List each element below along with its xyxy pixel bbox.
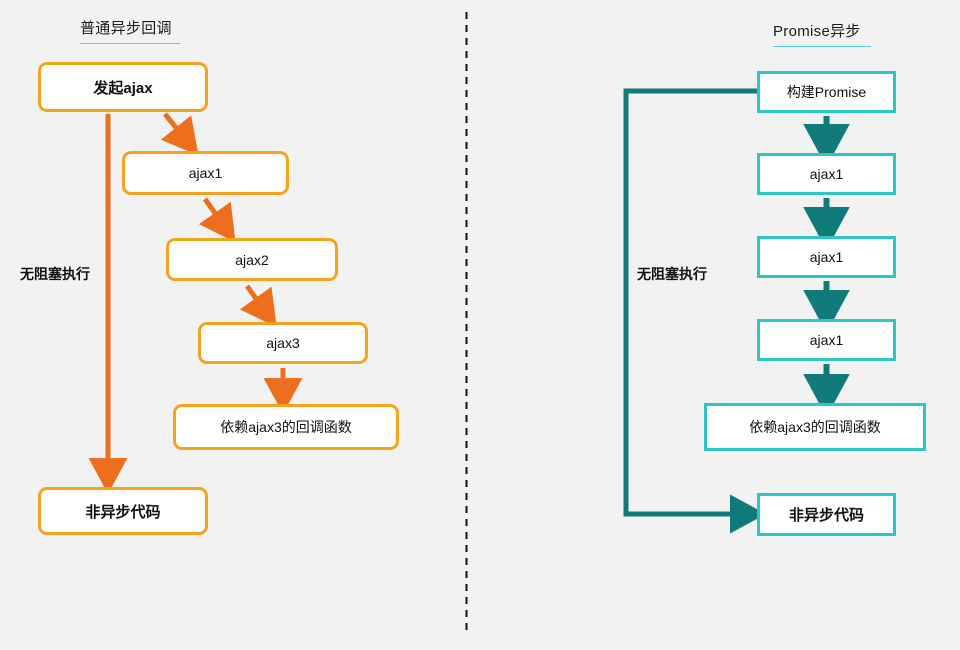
- node-right-callback[interactable]: 依赖ajax3的回调函数: [704, 403, 926, 451]
- node-right-build-promise[interactable]: 构建Promise: [757, 71, 896, 113]
- node-right-ajax1-a[interactable]: ajax1: [757, 153, 896, 195]
- edge-ajax2-to-ajax3: [239, 284, 277, 328]
- node-left-ajax3[interactable]: ajax3: [198, 322, 368, 364]
- side-label-left: 无阻塞执行: [20, 266, 90, 282]
- node-left-ajax2[interactable]: ajax2: [166, 238, 338, 281]
- node-left-start[interactable]: 发起ajax: [38, 62, 208, 112]
- panel-title-right: Promise异步: [773, 20, 871, 47]
- side-label-right: 无阻塞执行: [637, 266, 707, 282]
- node-right-sync-code[interactable]: 非异步代码: [757, 493, 896, 536]
- edge-ajax1-to-ajax2: [198, 197, 236, 243]
- node-right-ajax1-c[interactable]: ajax1: [757, 319, 896, 361]
- panel-title-left: 普通异步回调: [80, 17, 180, 44]
- node-left-sync-code[interactable]: 非异步代码: [38, 487, 208, 535]
- node-left-ajax1[interactable]: ajax1: [122, 151, 289, 195]
- node-left-callback[interactable]: 依赖ajax3的回调函数: [173, 404, 399, 450]
- node-right-ajax1-b[interactable]: ajax1: [757, 236, 896, 278]
- edge-start-to-ajax1: [160, 112, 199, 156]
